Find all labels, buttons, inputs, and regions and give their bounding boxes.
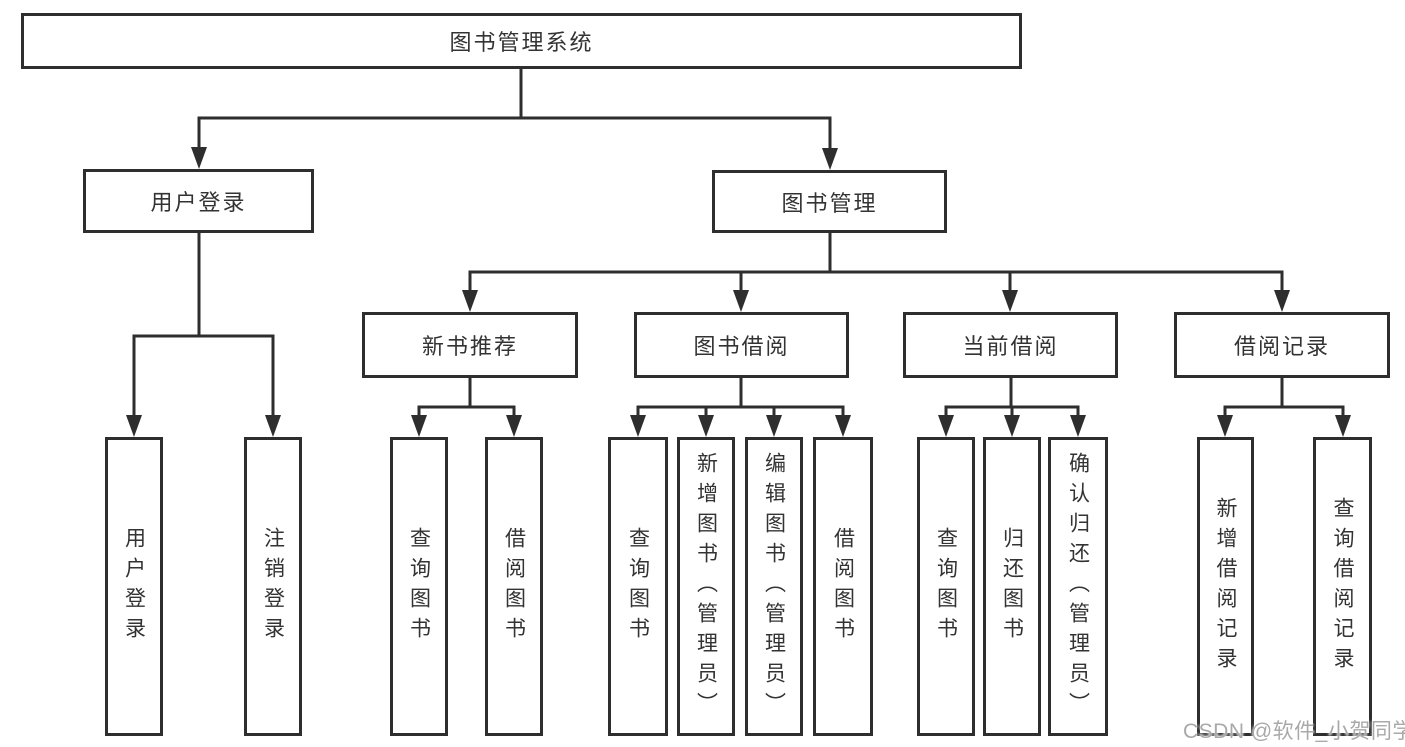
leaf-borrowing-borrow-books: 借阅图书 <box>813 437 873 736</box>
arrow-down-icon <box>822 148 838 170</box>
leaf-user-login: 用户登录 <box>105 437 163 736</box>
node-label: 当前借阅 <box>962 334 1059 359</box>
node-label: 新书推荐 <box>421 334 518 359</box>
csdn-watermark: CSDN @软件_小贺同学 <box>1183 720 1405 743</box>
leaf-borrowing-add-books-admin: 新增图书（管理员） <box>677 437 735 736</box>
arrow-down-icon <box>1070 415 1086 437</box>
node-label: 新增借阅记录 <box>1214 496 1237 677</box>
arrow-down-icon <box>1217 415 1233 437</box>
node-label: 用户登录 <box>122 526 146 647</box>
leaf-current-query-books: 查询图书 <box>917 437 975 736</box>
leaf-logout: 注销登录 <box>244 437 302 736</box>
node-book-management: 图书管理 <box>712 170 947 233</box>
leaf-current-return-books: 归还图书 <box>983 437 1041 736</box>
arrow-down-icon <box>265 415 281 437</box>
leaf-borrowing-query-books: 查询图书 <box>608 437 668 736</box>
arrow-down-icon <box>766 415 782 437</box>
node-label: 借阅记录 <box>1233 334 1330 359</box>
node-label: 图书借阅 <box>693 334 790 359</box>
leaf-borrowing-edit-books-admin: 编辑图书（管理员） <box>745 437 803 736</box>
node-borrowing-records: 借阅记录 <box>1174 312 1390 378</box>
arrow-down-icon <box>1004 415 1020 437</box>
arrow-down-icon <box>630 415 646 437</box>
node-library-management-system: 图书管理系统 <box>21 13 1022 69</box>
leaf-records-add-record: 新增借阅记录 <box>1197 437 1254 736</box>
arrow-down-icon <box>938 415 954 437</box>
node-label: 查询借阅记录 <box>1331 496 1354 677</box>
node-label: 归还图书 <box>1000 526 1024 647</box>
node-user-login: 用户登录 <box>83 169 314 233</box>
node-label: 查询图书 <box>407 526 431 647</box>
arrow-down-icon <box>1274 290 1290 312</box>
node-label: 图书管理 <box>781 190 878 216</box>
node-label: 注销登录 <box>261 526 285 647</box>
node-book-borrowing: 图书借阅 <box>634 312 849 378</box>
node-label: 图书管理系统 <box>449 30 594 55</box>
node-new-book-recommendation: 新书推荐 <box>362 312 578 378</box>
arrow-down-icon <box>733 290 749 312</box>
arrow-down-icon <box>698 415 714 437</box>
node-label: 用户登录 <box>150 190 247 215</box>
leaf-current-confirm-return-admin: 确认归还（管理员） <box>1048 437 1108 736</box>
arrow-down-icon <box>1002 290 1018 312</box>
node-label: 编辑图书（管理员） <box>762 451 786 722</box>
arrow-down-icon <box>126 415 142 437</box>
node-label: 查询图书 <box>934 526 958 647</box>
leaf-records-query-record: 查询借阅记录 <box>1313 437 1372 736</box>
node-label: 借阅图书 <box>831 526 855 647</box>
leaf-recommend-query-books: 查询图书 <box>390 437 448 736</box>
node-label: 查询图书 <box>626 526 650 647</box>
arrow-down-icon <box>462 290 478 312</box>
arrow-down-icon <box>1335 415 1351 437</box>
connector-path <box>132 68 1345 421</box>
arrow-down-icon <box>191 147 207 169</box>
leaf-recommend-borrow-books: 借阅图书 <box>485 437 543 736</box>
arrow-down-icon <box>411 415 427 437</box>
node-label: 确认归还（管理员） <box>1066 451 1090 722</box>
node-current-borrowing: 当前借阅 <box>903 312 1118 378</box>
node-label: 新增图书（管理员） <box>694 451 718 722</box>
node-label: 借阅图书 <box>502 526 526 647</box>
arrow-down-icon <box>506 415 522 437</box>
arrowheads <box>126 147 1351 437</box>
arrow-down-icon <box>835 415 851 437</box>
